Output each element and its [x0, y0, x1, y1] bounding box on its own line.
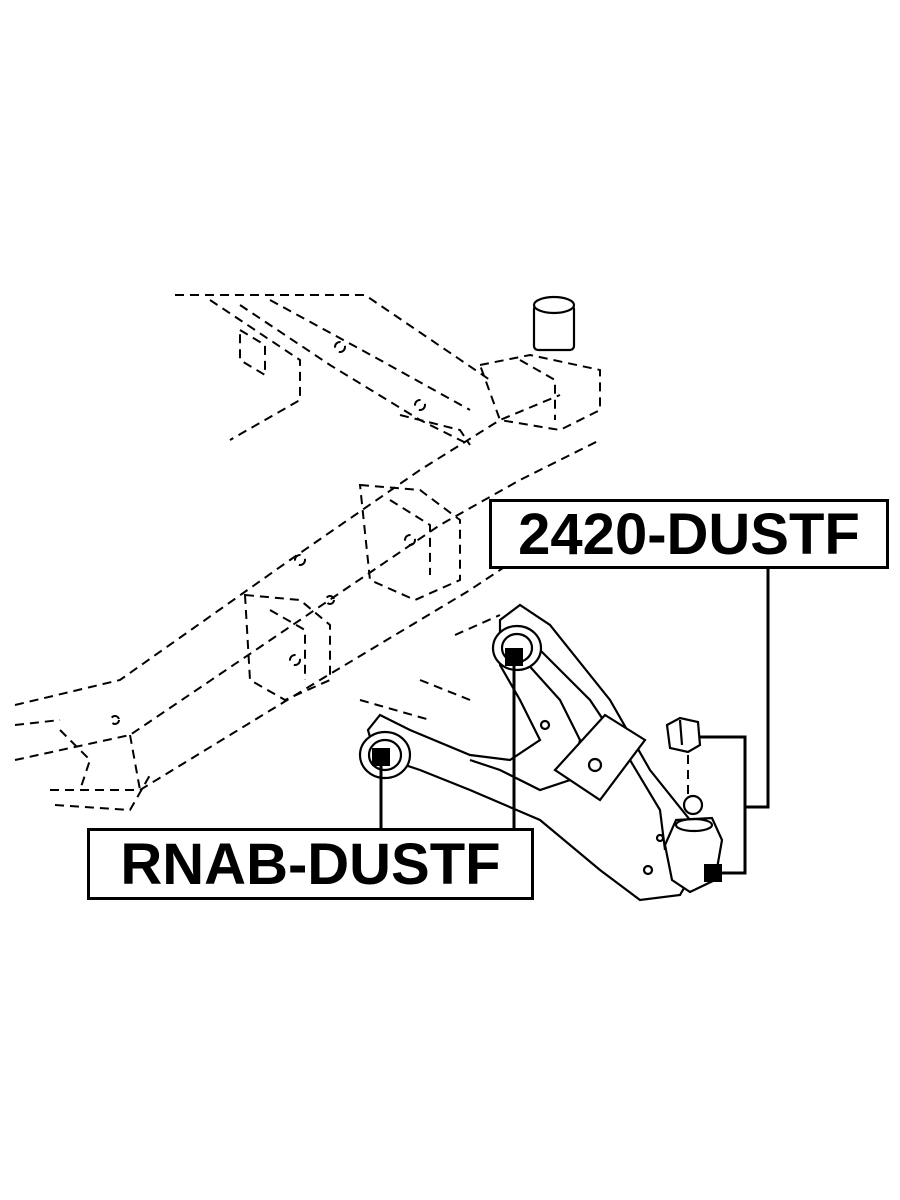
part-number-rnab-dustf: RNAB-DUSTF	[87, 828, 534, 900]
callout-markers	[372, 648, 722, 882]
leader-lines	[379, 569, 770, 875]
marker-ball-joint	[704, 864, 722, 882]
marker-front-bushing	[505, 648, 523, 666]
marker-rear-bushing	[372, 748, 390, 766]
part-number-2420-dustf: 2420-DUSTF	[489, 499, 889, 569]
